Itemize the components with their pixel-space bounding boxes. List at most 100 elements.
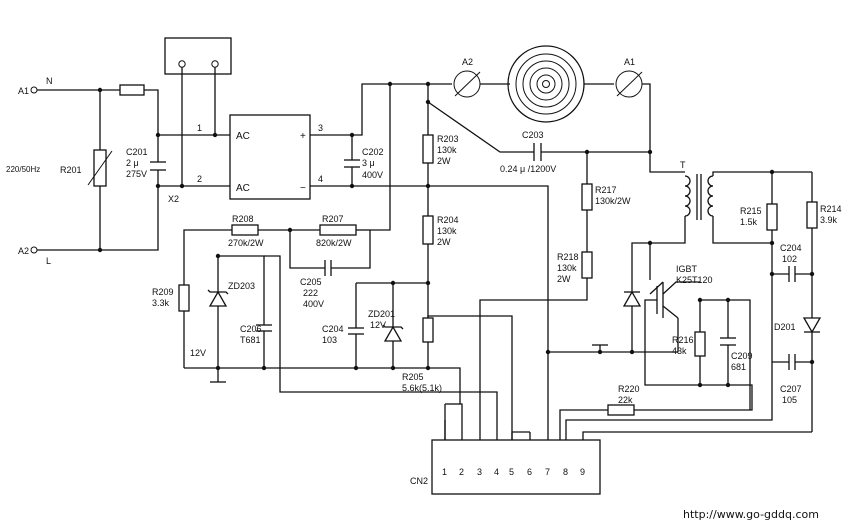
- r209: [178, 284, 190, 312]
- r218-power: 2W: [557, 274, 571, 284]
- cn2-pin-1: 1: [442, 467, 447, 477]
- zd201-ref: ZD201: [368, 309, 395, 319]
- r204-ref: R204: [437, 215, 459, 225]
- r208-ref: R208: [232, 214, 254, 224]
- x2-label: X2: [168, 194, 179, 204]
- r215-value: 1.5k: [740, 217, 758, 227]
- c202-cap: 3 μ: [362, 158, 375, 168]
- r201-label: R201: [60, 165, 82, 175]
- c203-value: 0.24 μ /1200V: [500, 164, 556, 174]
- c201-voltage: 275V: [126, 169, 147, 179]
- c202-voltage: 400V: [362, 170, 383, 180]
- igbt-ref: IGBT: [676, 264, 698, 274]
- transformer-t: T: [649, 152, 812, 244]
- r209-ref: R209: [152, 287, 174, 297]
- r214-value: 3.9k: [820, 215, 838, 225]
- r204-power: 2W: [437, 237, 451, 247]
- r217: [581, 183, 593, 211]
- zd201-zener: [383, 325, 403, 342]
- bridge-ac1: AC: [236, 131, 250, 142]
- c203-ref: C203: [522, 130, 544, 140]
- a2-meter-label: A2: [462, 57, 473, 67]
- transformer-secondary: [707, 175, 714, 217]
- r216-ref: R216: [672, 335, 694, 345]
- r216-value: 43k: [672, 346, 687, 356]
- r217-ref: R217: [595, 185, 617, 195]
- transformer-label: T: [680, 160, 686, 170]
- igbt-value: K25T120: [676, 275, 713, 285]
- freewheel-diode: [622, 290, 642, 307]
- cn2-pin-2: 2: [459, 467, 464, 477]
- r204-value: 130k: [437, 226, 457, 236]
- c205-ref: C205: [300, 277, 322, 287]
- igbt-section: IGBT K25T120 R216 43k C209 681 R220 22k: [545, 240, 753, 440]
- r218: [581, 251, 593, 279]
- r215: [766, 203, 778, 231]
- terminal-a2: [30, 246, 38, 254]
- bridge-pin3: 3: [318, 123, 323, 133]
- c204b-ref: C204: [780, 243, 802, 253]
- c201-cap: 2 μ: [126, 158, 139, 168]
- r203-power: 2W: [437, 156, 451, 166]
- c202-ref: C202: [362, 147, 384, 157]
- terminal-a1-label: A1: [18, 86, 29, 96]
- bridge-plus: +: [300, 131, 306, 142]
- c209-value: 681: [731, 362, 746, 372]
- r203-ref: R203: [437, 134, 459, 144]
- c206-value: T681: [240, 335, 261, 345]
- input-fuse: [119, 84, 145, 96]
- c205-voltage: 400V: [303, 299, 324, 309]
- bridge-pin1: 1: [197, 123, 202, 133]
- dc-bus: C202 3 μ 400V: [344, 81, 549, 352]
- r214: [806, 201, 818, 229]
- zd203-zener: [208, 290, 228, 307]
- r220-value: 22k: [618, 395, 633, 405]
- terminal-a1: [30, 86, 38, 94]
- terminal-n-label: N: [46, 76, 53, 86]
- c204b-value: 102: [782, 254, 797, 264]
- r207: [319, 224, 357, 236]
- mains-voltage-label: 220/50Hz: [6, 165, 40, 174]
- cn2-label: CN2: [410, 476, 428, 486]
- a1-meter-label: A1: [624, 57, 635, 67]
- c205-value: 222: [303, 288, 318, 298]
- cn2-pin-8: 8: [563, 467, 568, 477]
- c207-value: 105: [782, 395, 797, 405]
- zd203-label: ZD203: [228, 281, 255, 291]
- watermark-url: http://www.go-gddq.com: [683, 508, 819, 521]
- coil-section: A2 A1: [428, 45, 651, 152]
- x2-connector: [164, 37, 232, 189]
- bridge-minus: −: [300, 183, 306, 194]
- c207-ref: C207: [780, 384, 802, 394]
- c204a-value: 103: [322, 335, 337, 345]
- mains-input: A1 A2 N L 220/50Hz R201 C201 2 μ 275V X2: [6, 76, 230, 266]
- r217-value: 130k/2W: [595, 196, 631, 206]
- r205-ref: R205: [402, 372, 424, 382]
- r208-value: 270k/2W: [228, 238, 264, 248]
- r205: [422, 317, 434, 343]
- r208: [231, 224, 259, 236]
- r220: [607, 404, 635, 416]
- c201-ref: C201: [126, 147, 148, 157]
- resonant-section: R203 130k 2W R204 130k 2W C203 0.24 μ /1…: [422, 81, 653, 428]
- low-voltage-supply: R207 820k/2W R208 270k/2W C205 222 400V …: [152, 214, 498, 440]
- c204a-ref: C204: [322, 324, 344, 334]
- v12a-label: 12V: [190, 348, 206, 358]
- sense-network: C204 103 ZD201 12V R205 5.6k(5.1k): [322, 280, 513, 440]
- cn2-pin-3: 3: [477, 467, 482, 477]
- bridge-ac2: AC: [236, 183, 250, 194]
- r207-ref: R207: [322, 214, 344, 224]
- c206-ref: C206: [240, 324, 262, 334]
- r218-ref: R218: [557, 252, 579, 262]
- terminal-l-label: L: [46, 256, 51, 266]
- cn2-pin-6: 6: [527, 467, 532, 477]
- d201-label: D201: [774, 322, 796, 332]
- r218-value: 130k: [557, 263, 577, 273]
- r216: [694, 331, 706, 357]
- terminal-a2-label: A2: [18, 246, 29, 256]
- bridge-pin2: 2: [197, 174, 202, 184]
- feedback-network: R215 1.5k R214 3.9k C204 102 D201 C207 1…: [565, 172, 842, 440]
- transformer-primary: [684, 175, 691, 217]
- bridge-pin4: 4: [318, 174, 323, 184]
